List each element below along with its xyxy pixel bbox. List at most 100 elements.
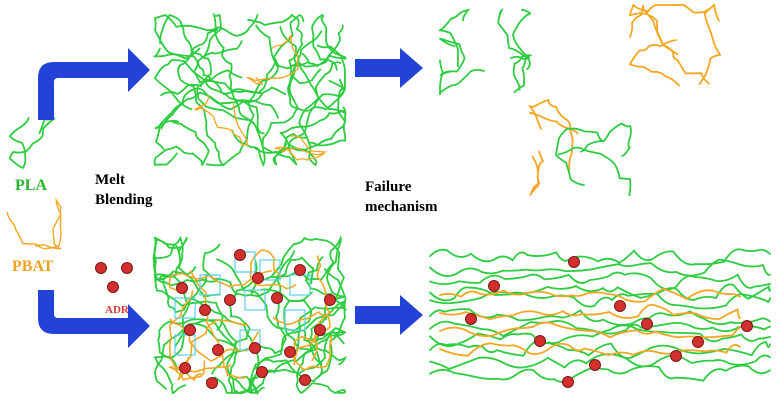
adr-dot — [324, 294, 336, 306]
pla-fragment — [555, 127, 603, 186]
pla-stretched — [429, 308, 771, 326]
pla-chain — [153, 59, 263, 111]
pbat-chain — [177, 319, 248, 381]
pla-chain — [153, 236, 221, 298]
pla-chain — [202, 243, 315, 298]
pbat-fragment — [629, 3, 710, 17]
adr-dot — [294, 264, 306, 276]
adr-dot — [589, 359, 601, 371]
pbat-chain — [292, 335, 333, 371]
junction-box — [284, 309, 306, 331]
pla-fragment — [438, 8, 471, 68]
pla-chain — [186, 297, 260, 395]
pla-chain — [311, 13, 347, 71]
pla-fragment — [580, 122, 632, 157]
adr-dot — [614, 300, 626, 312]
pla-stretched — [429, 258, 771, 277]
adr-dot — [641, 318, 653, 330]
pla-chain — [154, 91, 265, 150]
pbat-coil — [6, 197, 62, 250]
pla-chain — [283, 291, 347, 352]
pla-chain — [250, 236, 345, 321]
pbat-fragment — [527, 98, 579, 135]
pbat-stretched — [439, 287, 741, 303]
pla-chain — [174, 260, 258, 348]
pla-chain — [301, 52, 347, 147]
pla-chain — [152, 237, 224, 331]
adr-dot — [249, 342, 261, 354]
pla-chain — [279, 26, 345, 112]
pla-chain — [177, 28, 225, 166]
adr-dot — [199, 304, 211, 316]
pla-stretched — [429, 319, 771, 338]
pbat-chain — [189, 270, 247, 379]
pla-chain — [159, 13, 212, 97]
adr-dot — [299, 374, 311, 386]
pbat-fragment — [628, 39, 680, 87]
pla-stretched — [429, 271, 771, 290]
junction-box — [199, 274, 221, 296]
adr-dot — [271, 292, 283, 304]
adr-dot — [206, 377, 218, 389]
pbat-domain — [245, 34, 299, 86]
pla-chain — [226, 329, 306, 395]
pla-chain — [272, 14, 344, 70]
failure-mechanism-label: Failure mechanism — [365, 179, 438, 215]
pla-fragment — [439, 37, 466, 77]
adr-dot — [184, 324, 196, 336]
pbat-chain — [293, 255, 332, 366]
pla-fragment — [557, 146, 632, 196]
adr-dot — [252, 272, 264, 284]
pla-chain — [294, 256, 348, 355]
adr-label: ADR — [105, 304, 129, 316]
pla-chain — [247, 13, 322, 85]
pla-label: PLA — [15, 177, 47, 194]
adr-dot — [176, 282, 188, 294]
junction-box — [244, 289, 266, 311]
adr-dot — [284, 346, 296, 358]
pla-fragment — [512, 54, 533, 94]
adr-dot-3 — [107, 281, 119, 293]
pla-chain — [231, 61, 309, 167]
pla-chain — [152, 273, 208, 395]
pla-chain — [279, 30, 347, 134]
adr-dot — [179, 362, 191, 374]
pbat-label: PBAT — [12, 258, 54, 275]
adr-dot — [224, 294, 236, 306]
pla-chain — [153, 14, 259, 60]
adr-dot — [314, 324, 326, 336]
pbat-stretched — [439, 342, 741, 357]
pbat-stretched — [439, 321, 741, 339]
adr-dot — [670, 350, 682, 362]
pla-fragment — [512, 9, 531, 71]
adr-dot — [465, 313, 477, 325]
pla-chain — [280, 61, 342, 167]
pbat-fragment — [529, 150, 545, 197]
pbat-fragment — [629, 4, 679, 56]
adr-dot — [562, 376, 574, 388]
adr-dot — [256, 366, 268, 378]
pbat-stretched — [439, 303, 741, 321]
failure-arrow-upper — [355, 48, 423, 88]
failure-arrow-lower — [355, 295, 423, 335]
melt-blending-label: Melt Blending — [95, 172, 153, 208]
pbat-fragment — [649, 14, 710, 85]
pbat-chain — [249, 249, 297, 290]
pla-chain — [153, 120, 210, 166]
junction-box — [174, 334, 196, 356]
pla-stretched — [429, 353, 771, 370]
adr-dot — [534, 335, 546, 347]
adr-dot — [741, 320, 753, 332]
adr-dot — [488, 280, 500, 292]
adr-dot — [568, 256, 580, 268]
adr-dot — [212, 344, 224, 356]
adr-dot — [234, 249, 246, 261]
pla-coil — [8, 117, 56, 170]
pbat-fragment — [698, 3, 722, 85]
junction-box — [174, 297, 196, 319]
pla-stretched — [429, 340, 771, 359]
blend-arrow-lower — [38, 290, 150, 348]
pla-chain — [157, 318, 238, 394]
